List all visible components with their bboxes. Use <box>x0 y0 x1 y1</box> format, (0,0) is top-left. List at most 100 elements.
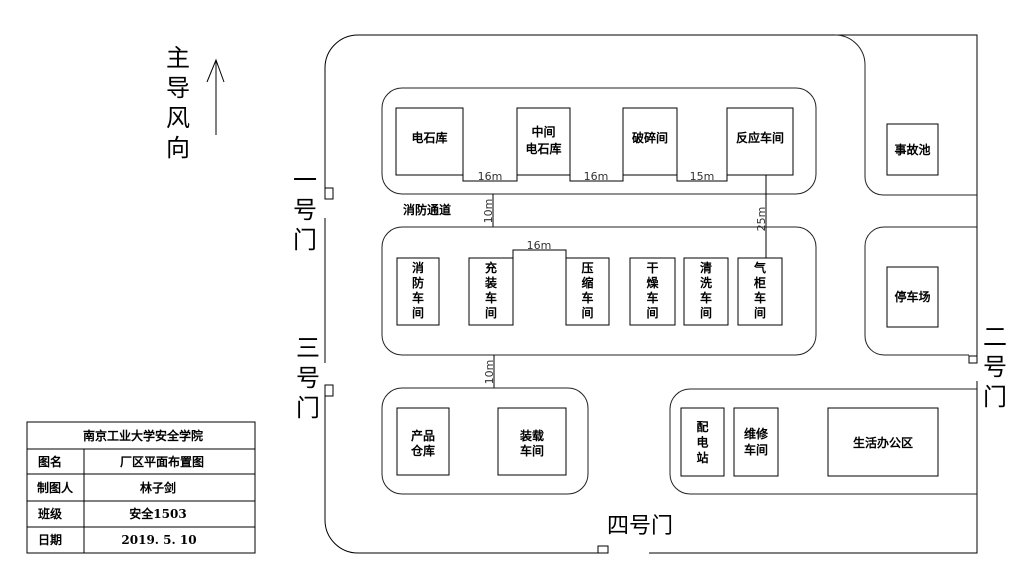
building-fire-workshop: 消防车间 <box>396 257 440 326</box>
title-block-institution: 南京工业大学安全学院 <box>83 428 203 443</box>
gate-3-post <box>324 384 334 397</box>
label-char: 燥 <box>646 275 659 290</box>
site-boundary <box>324 34 978 554</box>
distance-label: 10m <box>482 199 495 224</box>
label-char: 间 <box>412 305 424 320</box>
building-label: 消防车间 <box>412 260 424 320</box>
building-label: 仓库 <box>410 443 435 458</box>
label-char: 防 <box>412 275 424 290</box>
title-block-value: 2019. 5. 10 <box>121 533 196 547</box>
label-char: 清 <box>700 260 712 275</box>
label-char: 间 <box>754 305 766 320</box>
title-block-label: 日期 <box>38 532 62 547</box>
building-drying-workshop: 干燥车间 <box>629 257 676 326</box>
label-char: 门 <box>296 394 320 422</box>
title-block-label: 制图人 <box>37 480 74 495</box>
label-char: 配 <box>696 419 708 434</box>
title-block-value: 林子剑 <box>140 480 176 495</box>
label-char: 干 <box>646 261 658 275</box>
building-label: 破碎间 <box>632 130 668 145</box>
building-label: 电石库 <box>411 130 447 145</box>
label-char: 号 <box>983 353 1007 381</box>
building-product-warehouse: 产品 仓库 <box>396 407 450 476</box>
zone-row-1-outline <box>381 87 817 195</box>
dimension-label: 15m <box>690 170 715 183</box>
gate-4-post <box>597 545 609 554</box>
gate-1-post <box>324 187 334 200</box>
label-char: 充 <box>485 260 497 275</box>
building-label: 事故池 <box>894 142 930 157</box>
zone-row-3-outline <box>381 387 589 495</box>
label-char: 站 <box>696 450 708 465</box>
building-label: 配电站 <box>696 419 708 465</box>
building-label: 停车场 <box>894 289 930 304</box>
building-label: 中间 <box>531 124 555 139</box>
distance-label: 10m <box>483 360 496 385</box>
label-char: 气 <box>753 260 766 275</box>
zone-row-3: 产品 仓库 装载 车间 <box>381 387 589 495</box>
building-label: 电石库 <box>525 141 561 156</box>
dimension-label: 16m <box>584 170 609 183</box>
gate-4-label: 四号门 <box>607 514 673 539</box>
zone-row-2: 消防车间 充装车间 16m 压缩车间 干燥车间 清洗车间 气柜车间 <box>381 226 817 356</box>
building-label: 车间 <box>744 442 768 457</box>
wind-direction-label: 主导风向 <box>166 44 190 162</box>
boundary-north-east <box>324 34 978 363</box>
building-compression-workshop: 压缩车间 <box>565 257 610 326</box>
zone-east-lower-outline <box>864 226 977 356</box>
label-char: 洗 <box>700 275 712 290</box>
label-char: 装 <box>484 275 497 290</box>
building-label: 维修 <box>744 426 769 441</box>
gate-2-post <box>968 355 978 364</box>
building-label: 干燥车间 <box>646 261 659 320</box>
building-accident-pool: 事故池 <box>886 123 939 176</box>
zone-row-4: 配电站 维修 车间 生活办公区 <box>669 388 977 495</box>
title-block-value: 安全1503 <box>129 506 186 521</box>
distance-label: 25m <box>755 207 768 232</box>
distance-row1-row2: 10m <box>482 194 495 227</box>
building-crushing-room: 破碎间 <box>622 107 678 176</box>
building-filling-workshop: 充装车间 <box>468 257 514 326</box>
label-char: 门 <box>293 226 317 254</box>
label-char: 车 <box>646 290 658 305</box>
title-block-value: 厂区平面布置图 <box>120 454 204 469</box>
label-char: 消 <box>412 260 424 275</box>
building-gasholder-workshop: 气柜车间 <box>737 257 783 326</box>
gate-3-label: 三号门 <box>296 334 320 422</box>
label-char: 三 <box>296 334 320 362</box>
label-char: 车 <box>485 290 497 305</box>
dimension-1: 16m <box>462 170 518 183</box>
zone-row-4-outline <box>669 388 977 495</box>
fire-road-label: 消防通道 <box>403 202 451 217</box>
wind-arrow-icon <box>206 58 225 135</box>
building-label: 产品 <box>411 428 435 443</box>
wind-direction: 主导风向 <box>166 44 225 162</box>
dimension-label: 16m <box>527 239 552 252</box>
label-char: 缩 <box>581 275 593 290</box>
zone-east-upper: 事故池 <box>834 34 977 196</box>
label-char: 间 <box>485 305 497 320</box>
building-maintenance-workshop: 维修 车间 <box>733 407 779 477</box>
building-label: 车间 <box>520 443 544 458</box>
label-char: 导 <box>166 74 190 102</box>
label-char: 车 <box>412 290 424 305</box>
distance-reaction-gasholder: 25m <box>755 175 768 258</box>
building-label: 清洗车间 <box>700 260 712 320</box>
zone-east-lower: 停车场 <box>864 226 977 356</box>
label-char: 间 <box>700 305 712 320</box>
building-carbide-store: 电石库 <box>395 107 464 176</box>
zone-row-1: 电石库 中间 电石库 破碎间 反应车间 16m 16m 15m <box>381 87 817 195</box>
label-char: 号 <box>293 196 317 224</box>
building-label: 充装车间 <box>484 260 497 320</box>
zone-row-2-outline <box>381 226 817 356</box>
label-char: 门 <box>983 383 1007 411</box>
dimension-2: 16m <box>569 170 624 183</box>
building-office-living-area: 生活办公区 <box>827 407 939 477</box>
label-char: 间 <box>581 305 593 320</box>
building-parking-lot: 停车场 <box>886 266 939 328</box>
building-label: 装载 <box>519 428 544 443</box>
label-char: 车 <box>754 290 766 305</box>
label-char: 车 <box>581 290 593 305</box>
title-block-label: 班级 <box>38 506 62 521</box>
